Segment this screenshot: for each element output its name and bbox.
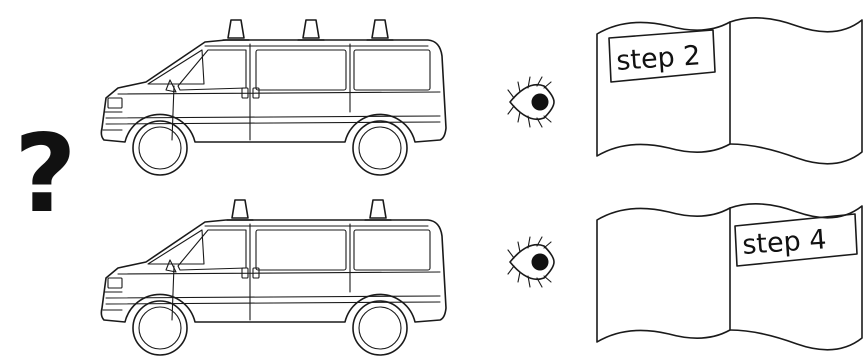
roof-lamp-middle xyxy=(298,20,324,40)
roof-lamp-rear xyxy=(367,20,393,40)
van-three-lamps xyxy=(101,20,446,175)
eye-icon xyxy=(508,237,554,287)
step-label-bottom: step 4 xyxy=(741,224,827,261)
roof-lamp-front xyxy=(227,200,253,220)
roof-lamp-rear xyxy=(365,200,391,220)
question-mark: ? xyxy=(14,112,77,237)
van-two-lamps xyxy=(101,200,446,355)
roof-lamp-front xyxy=(223,20,249,40)
step-label-top: step 2 xyxy=(615,40,701,77)
manual-book-top: step 2 xyxy=(597,18,862,164)
eye-icon xyxy=(508,77,554,127)
manual-book-bottom: step 4 xyxy=(597,204,862,350)
